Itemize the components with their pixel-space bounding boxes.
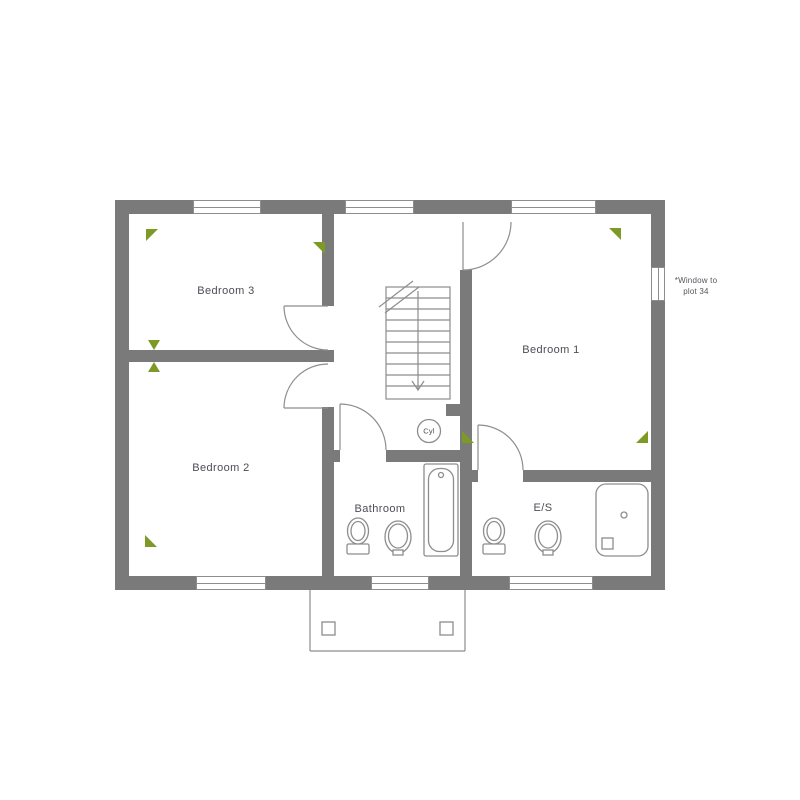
interior-wall-bathroom-top-a bbox=[334, 450, 340, 462]
staircase bbox=[378, 280, 451, 400]
porch-lines bbox=[309, 590, 466, 652]
sink-basin-inner bbox=[537, 523, 559, 549]
porch-outline bbox=[309, 590, 466, 652]
toilet-bowl-inner bbox=[350, 520, 366, 542]
interior-wall-hall-left-lower bbox=[322, 407, 334, 576]
interior-wall-ensuite-top-b bbox=[523, 470, 651, 482]
porch-post-right bbox=[439, 621, 454, 636]
marker-bedroom3-ne bbox=[313, 242, 325, 254]
door-arc-bedroom3 bbox=[283, 305, 329, 351]
marker-bedroom1-ne bbox=[609, 228, 621, 240]
shower-ensuite bbox=[595, 483, 649, 557]
toilet-bowl-inner bbox=[486, 520, 502, 542]
interior-wall-hall-left-upper bbox=[322, 214, 334, 306]
room-label-ensuite: E/S bbox=[533, 502, 553, 514]
shower-valve bbox=[601, 537, 614, 550]
window-bottom-bathroom bbox=[371, 576, 429, 590]
toilet-ensuite bbox=[482, 517, 506, 555]
bathtub-outer bbox=[423, 463, 459, 557]
window-top-landing bbox=[345, 200, 414, 214]
marker-bedroom1-se bbox=[636, 431, 648, 443]
window-top-bedroom1 bbox=[511, 200, 596, 214]
window-note-line1: *Window to bbox=[674, 276, 718, 285]
stair-break-line bbox=[378, 280, 420, 314]
stair-direction-arrow bbox=[411, 291, 425, 392]
room-label-bathroom: Bathroom bbox=[354, 503, 406, 515]
sink-bathroom bbox=[384, 520, 412, 556]
cylinder-circle bbox=[416, 418, 442, 444]
door-arc-bathroom bbox=[339, 403, 387, 451]
window-right-bedroom1 bbox=[651, 267, 665, 301]
shower-tray bbox=[595, 483, 649, 557]
dimension-markers bbox=[145, 228, 648, 547]
marker-bedroom2-sw bbox=[145, 535, 157, 547]
window-bottom-ensuite bbox=[509, 576, 593, 590]
room-label-bedroom2: Bedroom 2 bbox=[192, 462, 250, 474]
bathtub-inner bbox=[427, 467, 455, 553]
interior-wall-bed1-left bbox=[460, 270, 472, 576]
window-glass-line bbox=[372, 582, 428, 584]
sink-tap bbox=[392, 549, 404, 556]
sink-basin-inner bbox=[387, 523, 409, 549]
toilet-cistern bbox=[346, 543, 370, 555]
interior-wall-cylinder-stub bbox=[446, 404, 460, 416]
window-note: *Window to plot 34 bbox=[666, 276, 726, 298]
window-note-line2: plot 34 bbox=[683, 286, 709, 296]
window-glass-line bbox=[194, 206, 260, 208]
porch-post-left bbox=[321, 621, 336, 636]
cylinder-cupboard bbox=[416, 418, 442, 444]
door-swing bbox=[477, 424, 524, 471]
interior-wall-bed3-bed2 bbox=[129, 350, 334, 362]
door-swing bbox=[283, 363, 329, 409]
window-top-bedroom3 bbox=[193, 200, 261, 214]
marker-bedroom1-sw bbox=[462, 431, 474, 443]
toilet-bathroom bbox=[346, 517, 370, 555]
shower-drain bbox=[620, 511, 628, 519]
door-arc-ensuite bbox=[477, 424, 524, 471]
window-glass-line bbox=[346, 206, 413, 208]
room-label-bedroom3: Bedroom 3 bbox=[197, 285, 255, 297]
door-arc-bedroom2 bbox=[283, 363, 329, 409]
window-glass-line bbox=[657, 268, 659, 300]
sink-ensuite bbox=[534, 520, 562, 556]
toilet-cistern bbox=[482, 543, 506, 555]
window-glass-line bbox=[512, 206, 595, 208]
marker-bedroom3-nw bbox=[146, 229, 158, 241]
sink-tap bbox=[542, 549, 554, 556]
exterior-wall-left bbox=[115, 200, 129, 590]
window-glass-line bbox=[510, 582, 592, 584]
door-swing bbox=[283, 305, 329, 351]
marker-bedroom3-sw bbox=[148, 340, 160, 350]
door-arc-bedroom1 bbox=[462, 221, 512, 271]
door-swing bbox=[339, 403, 387, 451]
window-glass-line bbox=[197, 582, 265, 584]
bathtub bbox=[423, 463, 459, 557]
marker-bedroom2-nw bbox=[148, 362, 160, 372]
cylinder-label: Cyl bbox=[423, 426, 435, 436]
door-swing bbox=[462, 221, 512, 271]
room-label-bedroom1: Bedroom 1 bbox=[522, 344, 580, 356]
bathtub-drain bbox=[437, 471, 445, 479]
interior-wall-ensuite-top-a bbox=[472, 470, 478, 482]
interior-wall-bathroom-top-b bbox=[386, 450, 460, 462]
stair-outline bbox=[385, 286, 451, 400]
window-bottom-bedroom2 bbox=[196, 576, 266, 590]
